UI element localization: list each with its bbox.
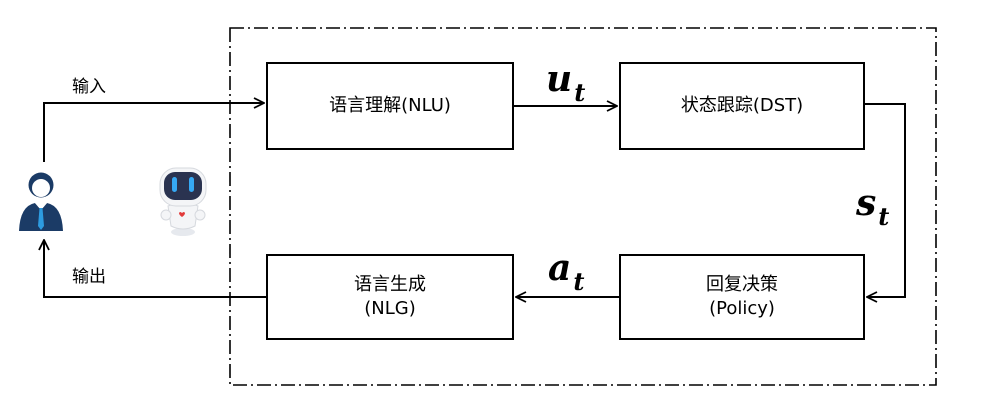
input-arrow <box>43 103 264 162</box>
variable-u-sub: t <box>574 78 586 107</box>
nlu-module-label: 语言理解(NLU) <box>329 94 451 116</box>
variable-a-main: a <box>548 247 572 289</box>
variable-s-sub: t <box>878 202 890 231</box>
nlu-module: 语言理解(NLU) <box>266 62 514 150</box>
nlg-module-label-line2: (NLG) <box>364 298 416 319</box>
policy-module-label-line1: 回复决策 <box>706 273 778 295</box>
dst-module-label: 状态跟踪(DST) <box>680 94 804 116</box>
system-boundary <box>229 27 937 386</box>
s-arrow <box>865 103 906 297</box>
nlg-module: 语言生成 (NLG) <box>266 254 514 340</box>
variable-a-sub: t <box>573 267 585 296</box>
variable-u-t: ut <box>546 58 585 107</box>
policy-module: 回复决策 (Policy) <box>619 254 865 340</box>
nlg-module-label-line1: 语言生成 <box>354 273 426 295</box>
robot-icon <box>159 167 207 236</box>
variable-u-main: u <box>546 58 573 100</box>
variable-a-t: at <box>548 247 584 296</box>
variable-s-main: s <box>856 182 877 224</box>
variable-s-t: st <box>856 182 889 231</box>
output-arrow <box>44 240 266 298</box>
input-label: 输入 <box>72 77 106 97</box>
dst-module: 状态跟踪(DST) <box>619 62 865 150</box>
user-icon <box>19 172 63 231</box>
output-label: 输出 <box>72 267 106 287</box>
policy-module-label-line2: (Policy) <box>709 298 775 319</box>
